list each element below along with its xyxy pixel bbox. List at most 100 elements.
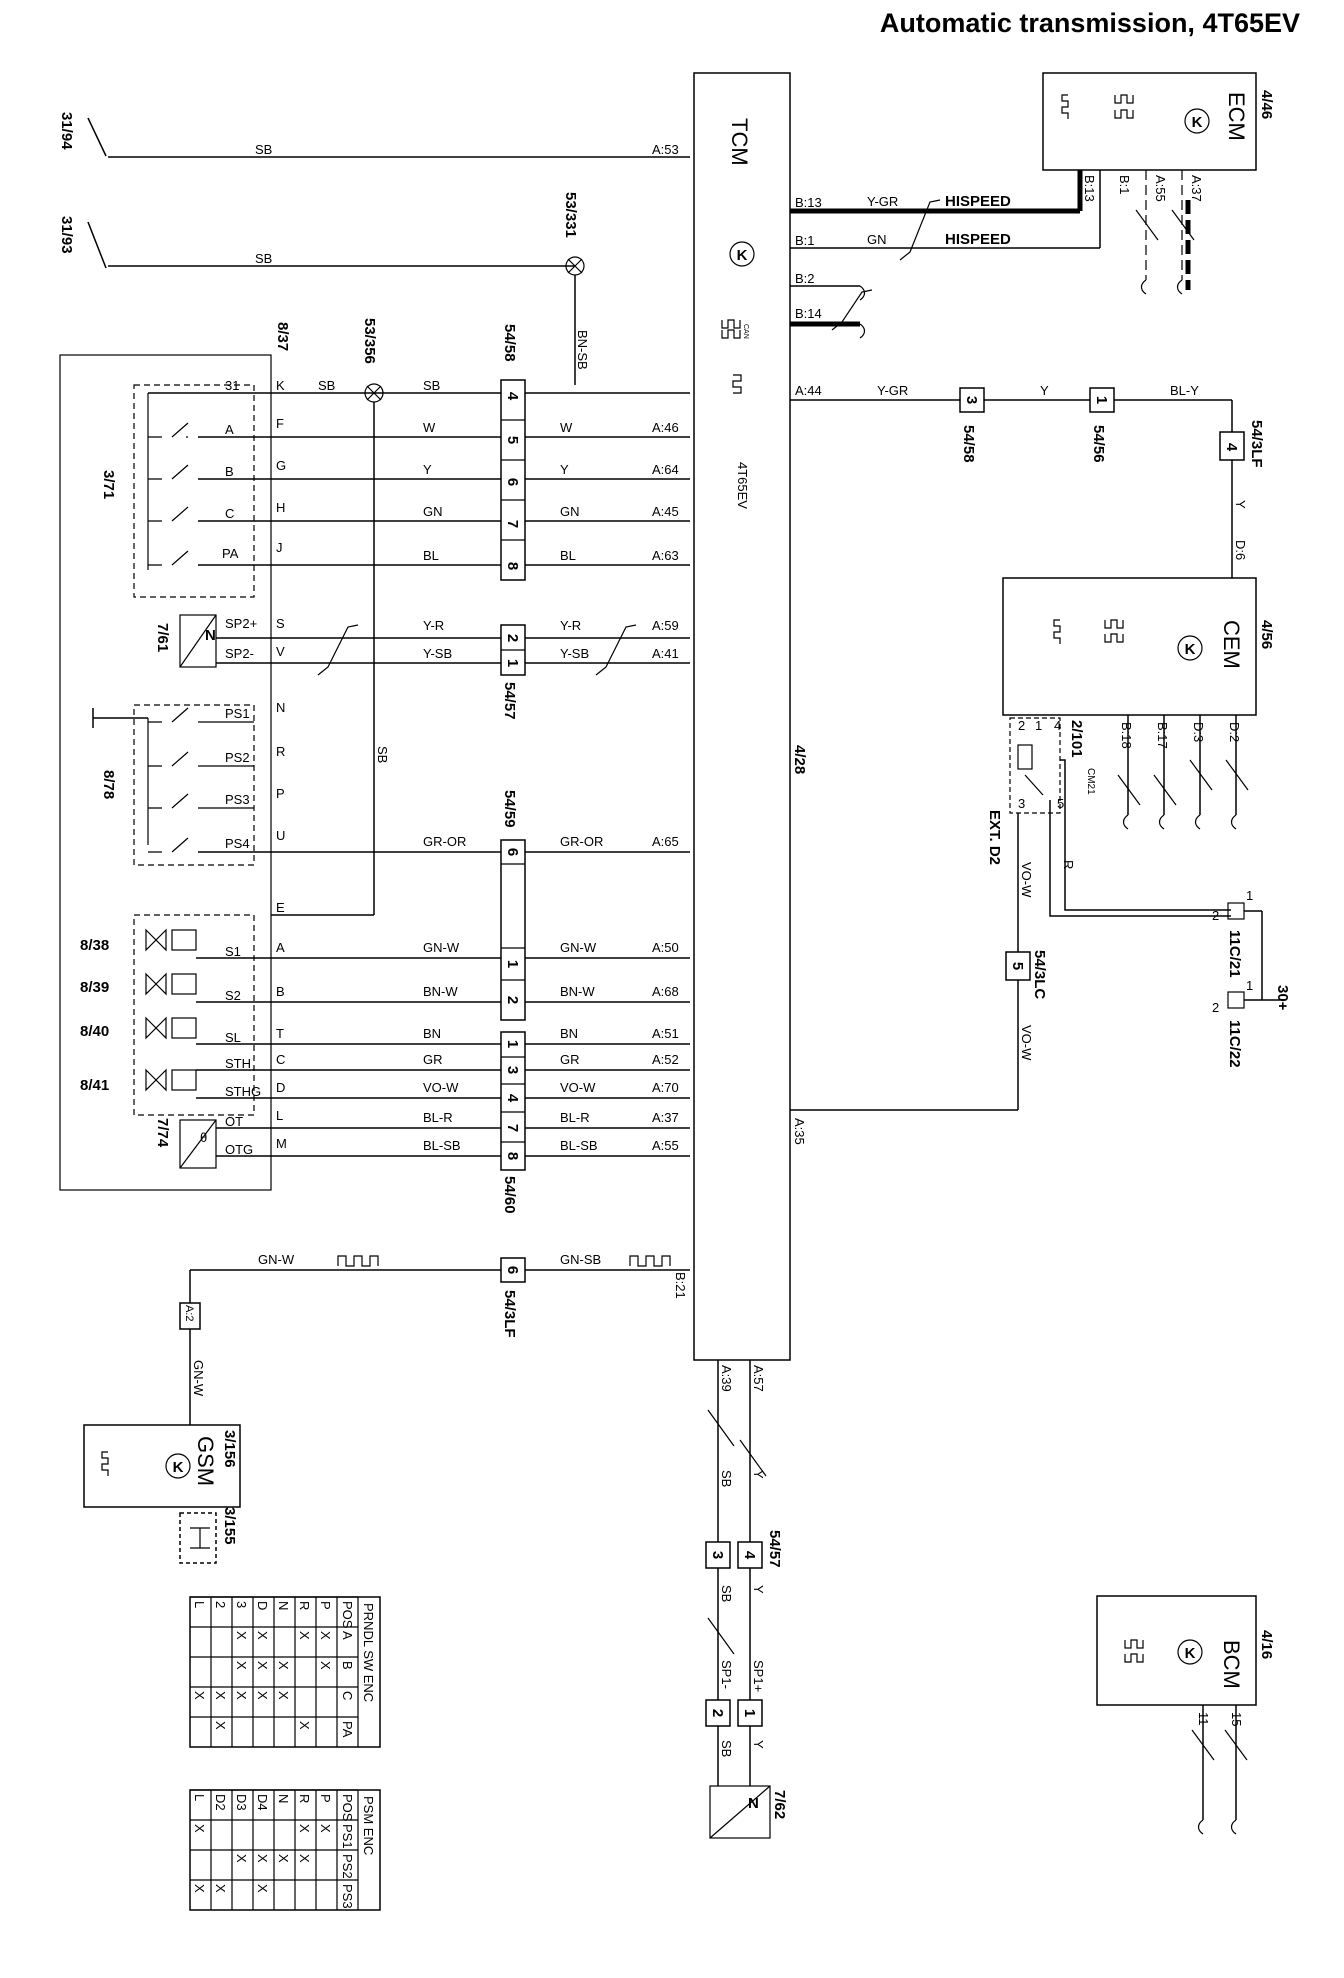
svg-text:GSM: GSM: [193, 1436, 218, 1486]
svg-text:2: 2: [1018, 718, 1025, 733]
svg-text:GN-W: GN-W: [258, 1252, 295, 1267]
svg-text:1: 1: [504, 1040, 521, 1048]
splice-53-356: 53/356 SB: [361, 318, 390, 915]
svg-text:CM21: CM21: [1085, 768, 1096, 795]
tcm-name: TCM: [727, 118, 752, 166]
svg-text:BL-SB: BL-SB: [423, 1138, 461, 1153]
prndl-table-cell: X: [192, 1691, 207, 1700]
svg-text:53/331: 53/331: [562, 192, 579, 238]
svg-text:CAN: CAN: [742, 324, 749, 339]
bcm-module: BCM 4/16 K 11 15: [1096, 1595, 1275, 1835]
svg-text:Y-R: Y-R: [423, 618, 444, 633]
svg-text:K: K: [1185, 1645, 1196, 1662]
svg-text:SB: SB: [255, 142, 272, 157]
relay-2-101: 2 1 4 2/101 CM21 3 5 EXT. D2 VO-W 5 54/3…: [790, 717, 1231, 1145]
gsm-module: GSM 3/156 3/155 K A:2 GN-W: [83, 1270, 241, 1564]
svg-text:SP2-: SP2-: [225, 646, 254, 661]
svg-text:SB: SB: [255, 251, 272, 266]
svg-text:4: 4: [504, 1094, 521, 1103]
svg-text:A:46: A:46: [652, 420, 679, 435]
a44-wire: A:44 Y-GR 3 54/58 Y 1 54/56 BL-Y 4 54/3L…: [790, 383, 1265, 578]
svg-text:30+: 30+: [1274, 985, 1291, 1011]
svg-text:2: 2: [1212, 1000, 1219, 1015]
psm-table-cell: X: [255, 1884, 270, 1893]
svg-text:A:41: A:41: [652, 646, 679, 661]
svg-text:STH: STH: [225, 1056, 251, 1071]
svg-text:8/78: 8/78: [100, 770, 117, 799]
svg-text:54/56: 54/56: [1090, 425, 1107, 463]
svg-text:BL-SB: BL-SB: [560, 1138, 598, 1153]
svg-text:A: A: [225, 422, 234, 437]
connector-54-58: 4 5 6 7 8 54/58: [500, 324, 526, 581]
svg-text:A:39: A:39: [719, 1365, 734, 1392]
svg-text:M: M: [276, 1136, 287, 1151]
svg-text:5: 5: [504, 436, 521, 444]
psm-table-cell: X: [297, 1824, 312, 1833]
svg-text:Y: Y: [423, 462, 432, 477]
svg-text:Y-GR: Y-GR: [867, 194, 898, 209]
svg-text:3/156: 3/156: [221, 1430, 238, 1468]
svg-text:SB: SB: [318, 378, 335, 393]
svg-text:SP1-: SP1-: [719, 1660, 734, 1689]
prndl-table-cell: 3: [234, 1601, 249, 1608]
svg-text:CEM: CEM: [1219, 620, 1244, 669]
svg-text:54/58: 54/58: [501, 324, 518, 362]
svg-text:3: 3: [963, 396, 980, 404]
svg-text:ECM: ECM: [1224, 92, 1249, 141]
svg-text:Y-SB: Y-SB: [560, 646, 589, 661]
prndl-table-cell: R: [297, 1601, 312, 1610]
svg-text:B:13: B:13: [795, 195, 822, 210]
svg-text:5: 5: [1057, 796, 1064, 811]
prndl-table-cell: X: [255, 1691, 270, 1700]
svg-text:K: K: [1192, 114, 1203, 131]
svg-text:4: 4: [1223, 443, 1240, 452]
svg-text:STHG: STHG: [225, 1084, 261, 1099]
tcm-ref: 4/28: [791, 745, 808, 774]
svg-text:F: F: [276, 416, 284, 431]
range-switch: 3/71: [100, 384, 255, 598]
psm-table-header-cell: PS3: [340, 1884, 355, 1909]
svg-text:54/59: 54/59: [501, 790, 518, 828]
svg-text:B:1: B:1: [1117, 175, 1132, 195]
svg-text:A:45: A:45: [652, 504, 679, 519]
psm-table-cell: P: [318, 1794, 333, 1803]
svg-text:3/155: 3/155: [221, 1507, 238, 1545]
svg-text:OTG: OTG: [225, 1142, 253, 1157]
svg-text:A:70: A:70: [652, 1080, 679, 1095]
svg-text:Y: Y: [1233, 500, 1248, 509]
svg-text:7/61: 7/61: [154, 623, 171, 652]
svg-text:BN: BN: [560, 1026, 578, 1041]
psm-table-cell: N: [276, 1794, 291, 1803]
prndl-table-title: PRNDL SW ENC: [361, 1603, 376, 1702]
prndl-table-cell: X: [318, 1661, 333, 1670]
svg-text:4: 4: [1054, 718, 1061, 733]
svg-text:BN-W: BN-W: [423, 984, 458, 999]
svg-text:2: 2: [504, 634, 521, 642]
svg-text:5: 5: [1009, 962, 1026, 970]
svg-text:GN-W: GN-W: [560, 940, 597, 955]
psm-table-cell: X: [234, 1854, 249, 1863]
psm-table-header-cell: PS1: [340, 1824, 355, 1849]
svg-text:VO-W: VO-W: [1019, 862, 1034, 898]
svg-text:2: 2: [504, 996, 521, 1004]
svg-text:GN: GN: [560, 504, 580, 519]
svg-text:A:2: A:2: [183, 1305, 195, 1322]
svg-text:HISPEED: HISPEED: [945, 231, 1011, 248]
svg-text:W: W: [560, 420, 573, 435]
svg-text:B:13: B:13: [1082, 175, 1097, 202]
svg-text:GR: GR: [423, 1052, 443, 1067]
svg-text:A:37: A:37: [1189, 175, 1204, 202]
svg-text:G: G: [276, 458, 286, 473]
svg-text:B:21: B:21: [673, 1272, 688, 1299]
svg-text:SB: SB: [719, 1470, 734, 1487]
svg-text:1: 1: [1246, 978, 1253, 993]
tcm-module: TCM K 4T65EV 4/28 CAN: [693, 72, 808, 1361]
prndl-table-cell: 2: [213, 1601, 228, 1608]
svg-text:53/356: 53/356: [361, 318, 378, 364]
svg-text:Y: Y: [751, 1740, 766, 1749]
svg-text:S: S: [276, 616, 285, 631]
svg-text:W: W: [423, 420, 436, 435]
svg-text:K: K: [276, 378, 285, 393]
